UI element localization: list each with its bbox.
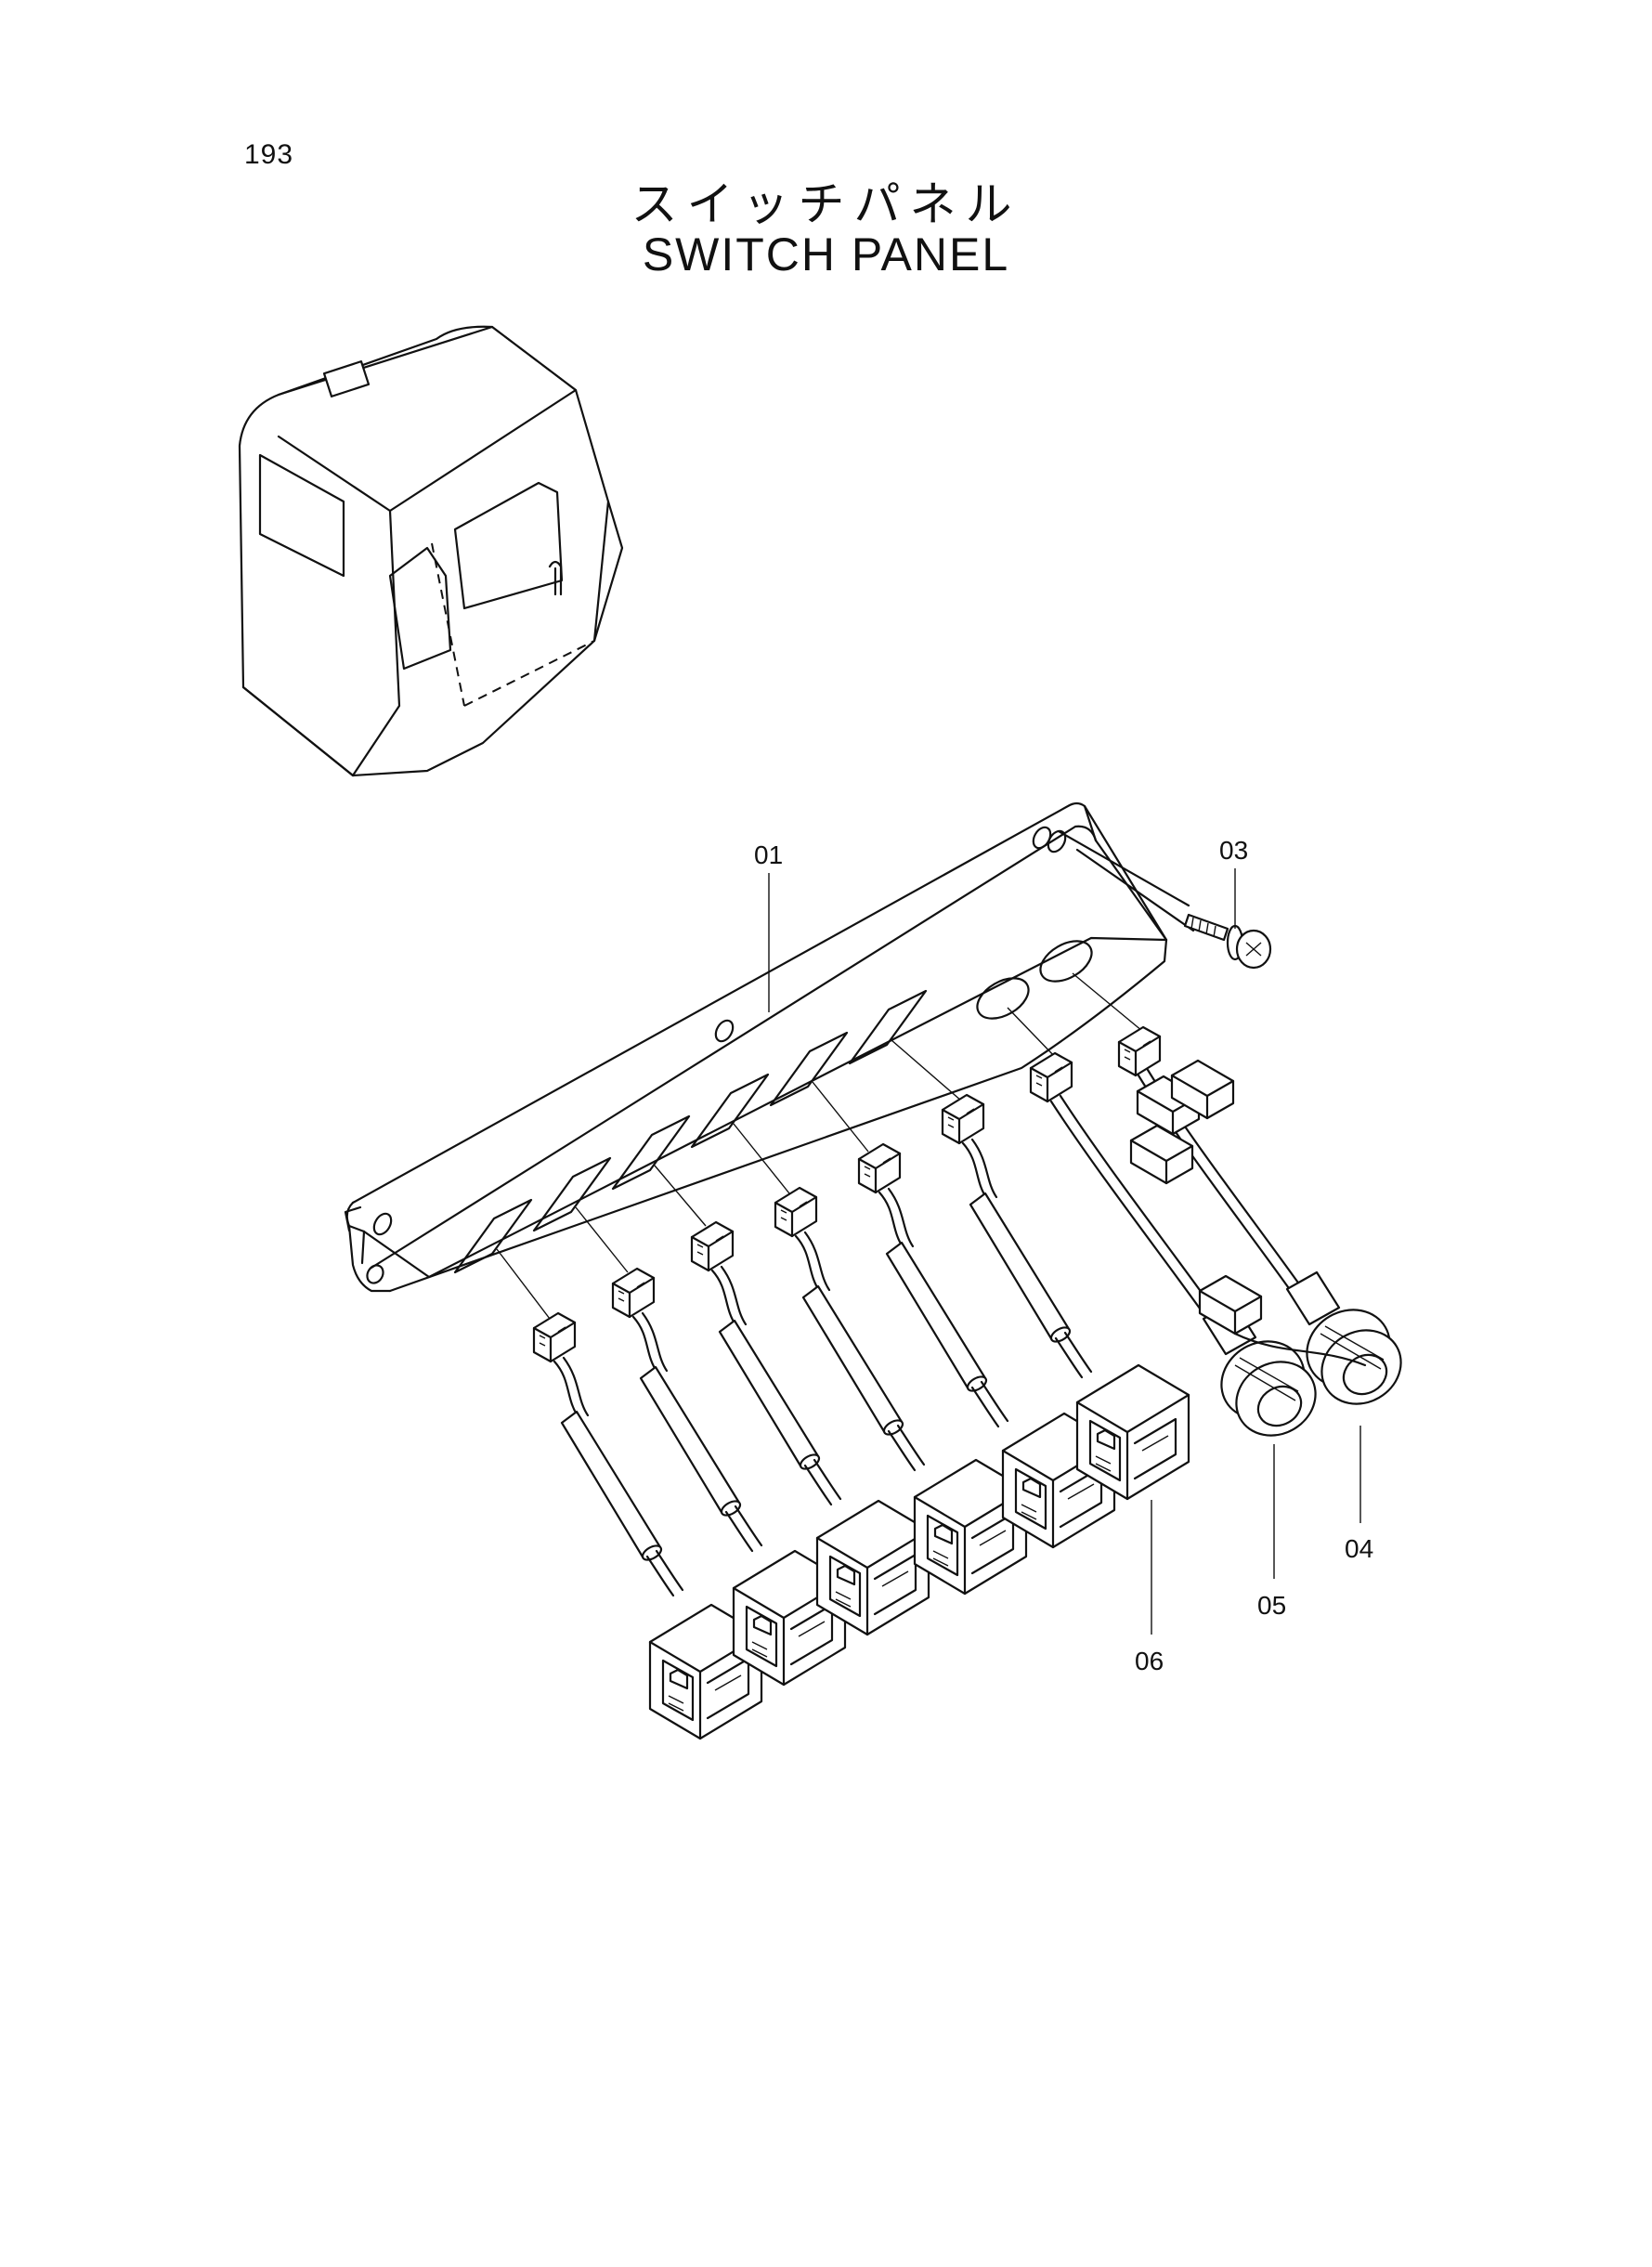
switch-panel-drawing <box>344 801 1402 1740</box>
page-title-english: SWITCH PANEL <box>642 228 1010 280</box>
page-number: 193 <box>244 139 294 170</box>
callout-01: 01 <box>754 840 783 869</box>
callout-05: 05 <box>1257 1591 1286 1620</box>
page-title-japanese: スイッチパネル <box>631 177 1021 231</box>
callout-06: 06 <box>1135 1647 1164 1675</box>
callout-03: 03 <box>1219 836 1248 865</box>
callout-04: 04 <box>1345 1534 1373 1563</box>
machine-cab-locator-icon <box>238 325 624 777</box>
